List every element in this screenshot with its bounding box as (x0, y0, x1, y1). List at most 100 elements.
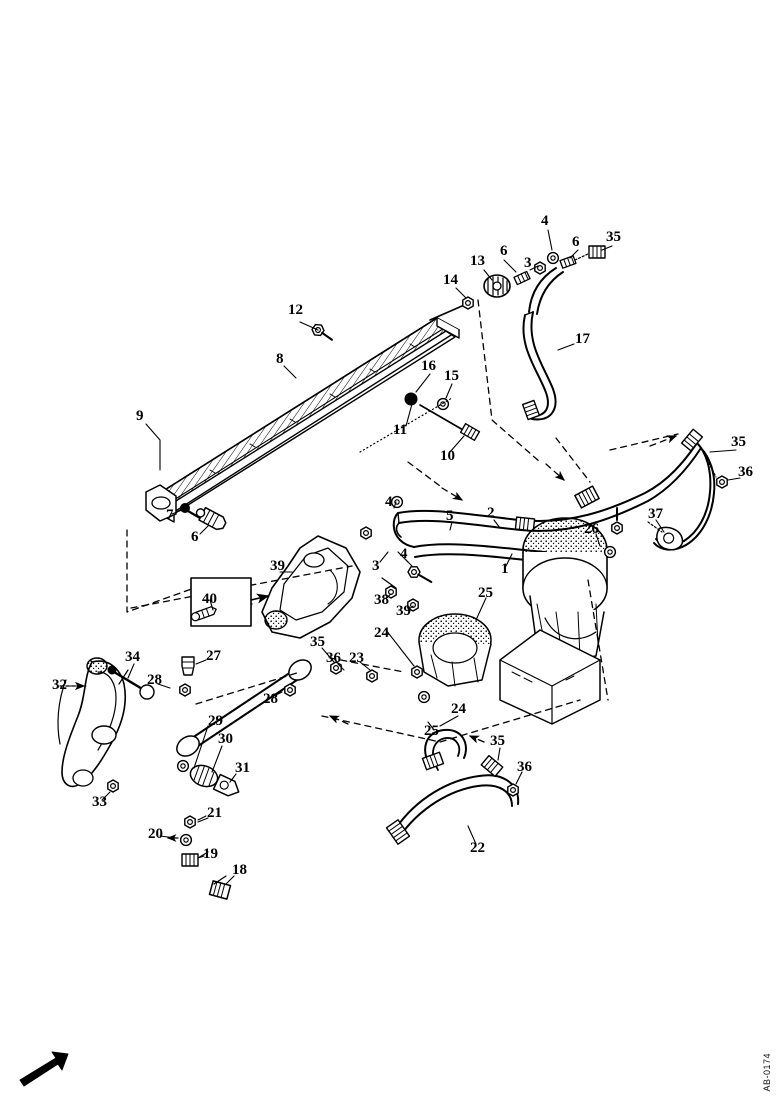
part-28-right (284, 683, 296, 697)
part-18 (208, 880, 232, 900)
part-24-pump (611, 507, 623, 535)
callout-40: 40 (202, 591, 217, 607)
callout-4c: 4 (400, 546, 408, 562)
part-23-center (366, 669, 378, 683)
part-19 (181, 853, 199, 867)
joint-right-top (680, 428, 704, 452)
sheet-corner-code: AB-0174 (762, 1053, 772, 1092)
inset-detail-box (190, 577, 270, 627)
part-31-end (212, 773, 240, 797)
part-4-mid (390, 495, 404, 509)
callout-16: 16 (421, 358, 436, 374)
callout-28b: 28 (263, 691, 278, 707)
callout-23a: 23 (349, 650, 364, 666)
callout-12: 12 (288, 302, 303, 318)
callout-17: 17 (575, 331, 590, 347)
assembly-guides (126, 299, 679, 743)
valve-block (499, 629, 601, 725)
callout-6a: 6 (191, 529, 199, 545)
part-27 (181, 656, 195, 676)
bracket-arm-center (261, 535, 361, 639)
callout-26: 26 (584, 521, 599, 537)
callout-8: 8 (276, 351, 284, 367)
callout-21: 21 (207, 805, 222, 821)
hose-22 (385, 728, 520, 845)
callout-35b: 35 (731, 434, 746, 450)
callout-25b: 25 (424, 723, 439, 739)
callout-30: 30 (218, 731, 233, 747)
part-28-left (179, 683, 191, 697)
front-direction-arrow (19, 1051, 69, 1087)
part-12-bolt (309, 321, 333, 341)
joint-tube-left (514, 516, 536, 532)
part-21 (184, 815, 196, 829)
callout-36c: 36 (517, 759, 532, 775)
callout-6b: 6 (500, 243, 508, 259)
callout-4b: 4 (385, 494, 393, 510)
callout-4a: 4 (541, 213, 549, 229)
part-30-joint (189, 764, 219, 788)
callout-31: 31 (235, 760, 250, 776)
link-14-rail (429, 305, 463, 321)
part-35-upper (588, 245, 606, 259)
callout-11: 11 (393, 422, 408, 438)
part-29 (176, 759, 190, 773)
hose-17-upper (528, 267, 564, 315)
hose-17 (521, 311, 557, 421)
part-6-upper2 (559, 255, 577, 269)
tube-5-elbow (392, 512, 415, 548)
part-3-upper (534, 261, 546, 275)
part-13-coupling (483, 274, 511, 298)
part-3-mid (360, 526, 372, 540)
callout-39b: 39 (270, 558, 285, 574)
part-6-upper (513, 270, 531, 286)
callout-18: 18 (232, 862, 247, 878)
callout-39a: 39 (396, 603, 411, 619)
joint-mid-tube (574, 485, 600, 509)
callout-leaders (67, 229, 741, 885)
pump-housing-left (418, 613, 492, 687)
callout-3a: 3 (524, 255, 532, 271)
part-25-lower (417, 690, 431, 704)
part-34-rod (107, 665, 155, 700)
rail-assembly (145, 317, 460, 523)
callout-10: 10 (440, 448, 455, 464)
left-bracket-32 (57, 657, 127, 788)
part-14-nut (462, 296, 474, 310)
callout-15: 15 (444, 368, 459, 384)
part-4-upper (546, 251, 560, 265)
callout-22: 22 (470, 840, 485, 856)
callout-13: 13 (470, 253, 485, 269)
part-33 (107, 779, 119, 793)
part-bolt-3-4 (405, 563, 433, 583)
part-20 (179, 833, 193, 847)
callout-2: 2 (487, 505, 495, 521)
callout-9: 9 (136, 408, 144, 424)
parts-10-11-15-16 (359, 392, 481, 453)
callout-14: 14 (443, 272, 458, 288)
callout-27: 27 (206, 648, 221, 664)
callout-6c: 6 (572, 234, 580, 250)
part-7-pin (180, 503, 202, 520)
part-24-lower (411, 665, 423, 679)
callout-1: 1 (501, 561, 509, 577)
callout-37: 37 (648, 506, 663, 522)
callout-24c: 24 (451, 701, 466, 717)
callout-35a: 35 (606, 229, 621, 245)
callout-25a: 25 (478, 585, 493, 601)
callout-36a: 36 (738, 464, 753, 480)
link-rod-center (176, 659, 312, 757)
callout-20: 20 (148, 826, 163, 842)
part-36-right (716, 475, 728, 489)
callout-3b: 3 (372, 558, 380, 574)
callout-34: 34 (125, 649, 140, 665)
callout-33: 33 (92, 794, 107, 810)
callout-35c: 35 (310, 634, 325, 650)
callout-38: 38 (374, 592, 389, 608)
callout-36b: 36 (326, 650, 341, 666)
callout-5: 5 (446, 508, 454, 524)
part-37-bracket (656, 526, 684, 551)
callout-28a: 28 (147, 672, 162, 688)
callout-19: 19 (203, 846, 218, 862)
